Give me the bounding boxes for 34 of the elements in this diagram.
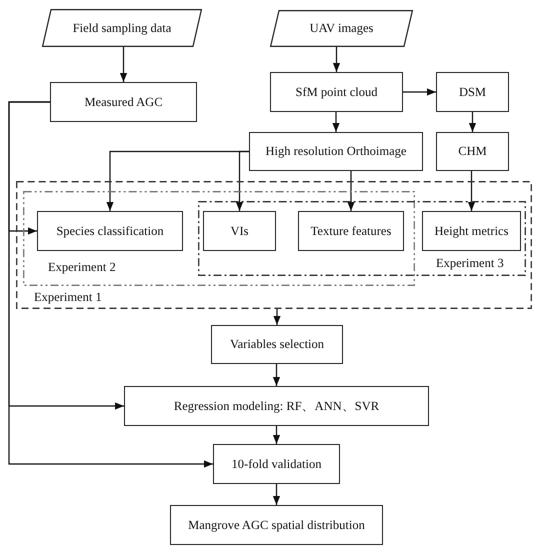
process-box: SfM point cloud <box>270 72 403 112</box>
arrow <box>347 171 355 211</box>
process-box: Mangrove AGC spatial distribution <box>170 505 383 545</box>
process-box: Variables selection <box>211 325 343 364</box>
arrow <box>332 112 340 132</box>
process-box: High resolution Orthoimage <box>249 132 423 171</box>
group-label: Experiment 3 <box>436 256 504 270</box>
process-box: Height metrics <box>422 211 521 251</box>
process-box: Species classification <box>37 211 183 251</box>
arrow <box>332 47 340 72</box>
arrow <box>273 309 281 325</box>
process-box: Measured AGC <box>50 82 197 122</box>
arrow <box>468 112 476 132</box>
data-parallelogram: UAV images <box>270 10 413 47</box>
arrow <box>272 426 280 444</box>
arrow <box>403 88 436 96</box>
experiment-frame <box>198 201 526 276</box>
arrow <box>468 171 476 211</box>
arrow <box>272 364 280 386</box>
group-label: Experiment 2 <box>48 260 116 274</box>
arrow <box>8 101 213 468</box>
process-box: CHM <box>436 132 509 171</box>
experiment-frame <box>16 181 532 309</box>
arrow <box>272 484 280 505</box>
arrow <box>236 150 249 211</box>
process-box: 10-fold validation <box>213 444 340 484</box>
process-box: VIs <box>203 211 276 251</box>
data-parallelogram: Field sampling data <box>42 9 202 47</box>
process-box: DSM <box>436 72 509 112</box>
process-box: Regression modeling: RF、ANN、SVR <box>124 386 429 426</box>
experiment-frame <box>23 191 415 286</box>
arrow <box>120 47 128 82</box>
process-box: Texture features <box>298 211 404 251</box>
group-label: Experiment 1 <box>34 290 102 304</box>
